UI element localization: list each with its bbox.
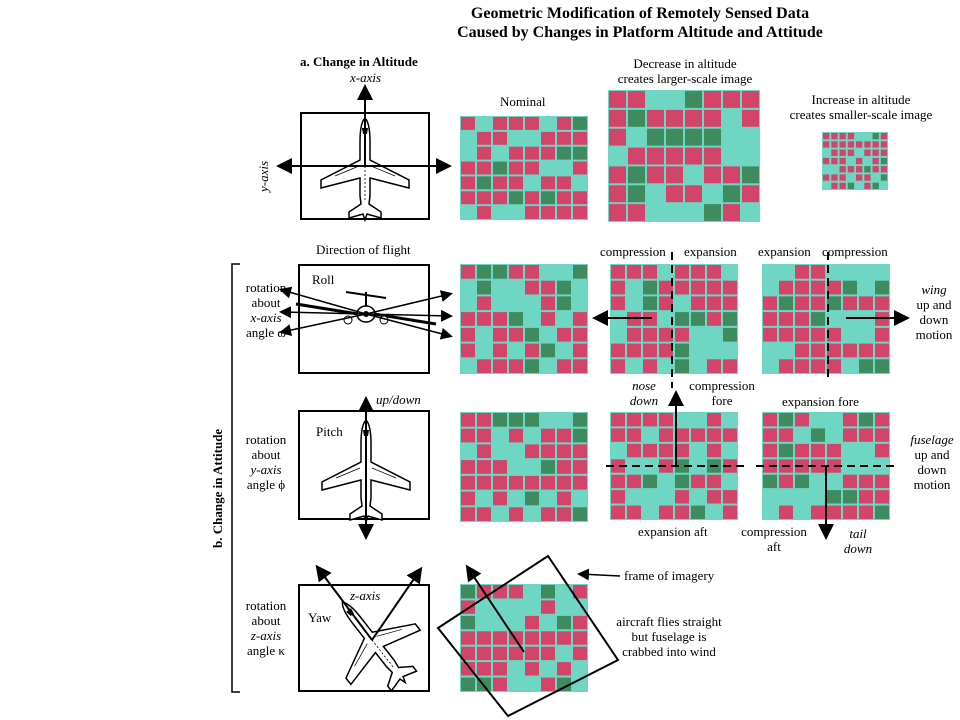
direction-of-flight-label: Direction of flight	[316, 242, 411, 257]
image-roll-left	[610, 264, 738, 374]
fuselage-motion-label: fuselage up and down motion	[910, 432, 954, 492]
nominal-label: Nominal	[500, 94, 546, 109]
roll-label: Roll	[312, 272, 335, 287]
z-axis-label: z-axis	[350, 588, 381, 603]
roll-expansion-label: expansion	[684, 244, 737, 259]
title-line-1: Geometric Modification of Remotely Sense…	[470, 5, 810, 22]
crab-line-2: but fuselage is	[631, 629, 707, 644]
wing-motion-label: wing up and down motion	[915, 282, 953, 342]
title-line-2: Caused by Changes in Platform Altitude a…	[457, 24, 823, 41]
image-increase-altitude	[822, 132, 888, 190]
x-axis-label: x-axis	[350, 70, 382, 85]
compression-aft-label: compression aft	[741, 524, 807, 554]
tail-down-label: tail down	[843, 526, 873, 556]
roll-expansion-label-2: expansion	[758, 244, 811, 259]
nose-down-label: nose down	[629, 378, 659, 408]
crab-explanation-label: aircraft flies straight but fuselage is …	[594, 614, 744, 659]
diagram-title: Geometric Modification of Remotely Sense…	[380, 4, 900, 42]
decrease-altitude-label: Decrease in altitude creates larger-scal…	[617, 56, 753, 86]
roll-description: rotation about x-axis angle ω	[245, 280, 287, 340]
increase-altitude-label: Increase in altitude creates smaller-sca…	[789, 92, 933, 122]
image-decrease-altitude	[608, 90, 760, 222]
aircraft-front-view-icon	[295, 291, 437, 326]
yaw-label: Yaw	[308, 610, 332, 625]
frame-of-imagery-label: frame of imagery	[624, 568, 715, 583]
roll-compression-label-2: compression	[822, 244, 888, 259]
compression-fore-label: compression fore	[689, 378, 755, 408]
image-nominal	[460, 116, 588, 220]
section-b-bracket	[231, 263, 240, 693]
roll-compression-label: compression	[600, 244, 666, 259]
section-b-heading: b. Change in Attitude	[210, 428, 225, 548]
expansion-fore-label: expansion fore	[782, 394, 859, 409]
pitch-label: Pitch	[316, 424, 343, 439]
image-pitch-nominal	[460, 412, 588, 522]
yaw-description: rotation about z-axis angle κ	[245, 598, 287, 658]
frame-of-imagery-outline	[436, 554, 620, 718]
section-a-heading: a. Change in Altitude	[300, 54, 418, 69]
expansion-aft-label: expansion aft	[638, 524, 708, 539]
image-roll-nominal	[460, 264, 588, 374]
image-yaw	[460, 584, 588, 692]
up-down-label: up/down	[376, 392, 421, 407]
pitch-description: rotation about y-axis angle ϕ	[245, 432, 287, 492]
